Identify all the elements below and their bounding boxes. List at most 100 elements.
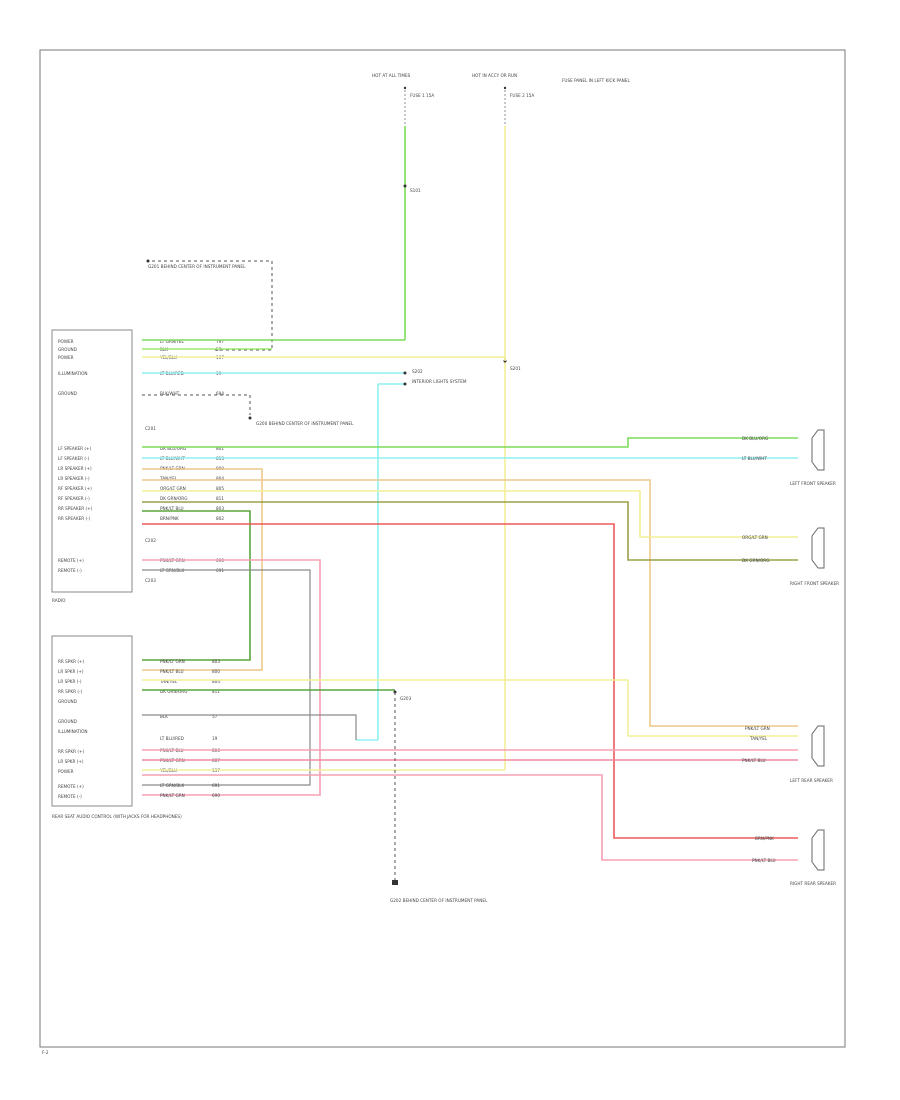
- power-source-hot-run-accy: HOT IN ACCY OR RUN FUSE 2 15A FUSE PANEL…: [472, 73, 630, 126]
- speaker-icon: [811, 429, 825, 471]
- speaker-wire-label: DK GRN/ORG: [742, 558, 769, 563]
- rear-audio-label: REAR SEAT AUDIO CONTROL (WITH JACKS FOR …: [52, 814, 182, 819]
- rear-circuit-number: 691: [212, 783, 220, 788]
- ground-g201: G201 BEHIND CENTER OF INSTRUMENT PANEL: [146, 259, 273, 351]
- ground-g202-symbol: [392, 880, 398, 885]
- fuse-2-label: FUSE 2 15A: [510, 93, 534, 98]
- wire-rr-speaker-neg: [142, 523, 798, 839]
- rear-circuit-number: 57: [212, 714, 218, 719]
- speaker-name: LEFT FRONT SPEAKER: [790, 481, 836, 486]
- radio-circuit-number: 804: [216, 476, 224, 481]
- radio-wire-label: BLK/WHT: [160, 391, 180, 396]
- speaker-wire-label: DK BLU/ORG: [742, 436, 768, 441]
- fuse-panel-note: FUSE PANEL IN LEFT KICK PANEL: [562, 78, 630, 83]
- ground-g202-label: G202 BEHIND CENTER OF INSTRUMENT PANEL: [390, 898, 488, 903]
- wire-radio-power-137: [142, 356, 506, 361]
- radio-pin-label: REMOTE (-): [58, 568, 82, 573]
- rear-circuit-number: 804: [212, 679, 220, 684]
- wire-lr-speaker-neg: [142, 479, 798, 727]
- radio-box: [51, 329, 133, 593]
- radio-wire-label: TAN/YEL: [159, 476, 178, 481]
- splice-s202-label: S202: [412, 369, 423, 374]
- speaker-wire-label: PNK/LT BLU: [742, 758, 766, 763]
- wire-rr-speaker-pos-to-rear: [142, 510, 251, 661]
- radio-pin-label: LF SPEAKER (-): [58, 456, 90, 461]
- rear-pin-label: REMOTE (-): [58, 794, 82, 799]
- radio-pin-label: RF SPEAKER (-): [58, 496, 90, 501]
- ground-g200-symbol: [248, 416, 252, 420]
- rear-wire-label: LT BLU/RED: [160, 736, 184, 741]
- speaker-wire-label: PNK/LT GRN: [745, 726, 770, 731]
- splice-s101-label: S101: [410, 188, 421, 193]
- wire-lf-speaker-pos: [142, 437, 798, 448]
- radio-pin-label: POWER: [58, 355, 74, 360]
- rear-pin-labels: RR SPKR (+) LR SPKR (+) LR SPKR (-) RR S…: [58, 659, 88, 799]
- rear-pin-label: RR SPKR (+): [58, 659, 84, 664]
- radio-circuit-number: 694: [216, 391, 224, 396]
- ground-g200-label: G200 BEHIND CENTER OF INSTRUMENT PANEL: [256, 421, 354, 426]
- fuse-1-label: FUSE 1 15A: [410, 93, 434, 98]
- radio-pin-label: RR SPEAKER (+): [58, 506, 93, 511]
- rear-wire-label: DK GRN/ORG: [160, 689, 187, 694]
- rear-pin-label: GROUND: [58, 719, 77, 724]
- speaker-name: RIGHT REAR SPEAKER: [790, 881, 836, 886]
- ground-g200-wire: [142, 394, 251, 415]
- rear-pin-label: POWER: [58, 769, 74, 774]
- rear-wire-label: PNK/LT GRN: [160, 793, 185, 798]
- radio-pin-label: LF SPEAKER (+): [58, 446, 92, 451]
- radio-pin-label: POWER: [58, 339, 74, 344]
- radio-wire-label: DK GRN/ORG: [160, 496, 187, 501]
- speaker-left-rear: PNK/LT GRN TAN/YEL PNK/LT BLU LEFT REAR …: [742, 725, 833, 783]
- radio-circuit-number: 805: [216, 486, 224, 491]
- wire-rear-ground: [142, 714, 357, 740]
- wire-rear-right-rear: [142, 774, 798, 861]
- radio-pin-label: GROUND: [58, 347, 77, 352]
- fuse-1-terminal: [403, 86, 407, 90]
- speaker-icon: [811, 725, 825, 767]
- radio-pin-label: RR SPEAKER (-): [58, 516, 91, 521]
- ground-g201-label: G201 BEHIND CENTER OF INSTRUMENT PANEL: [148, 264, 246, 269]
- radio-circuit-number: 802: [216, 516, 224, 521]
- radio-pin-label: LR SPEAKER (+): [58, 466, 92, 471]
- rear-pin-label: REMOTE (+): [58, 784, 84, 789]
- ground-g201-wire: [152, 260, 273, 351]
- radio-wire-label: LT GRN/YEL: [160, 339, 185, 344]
- speaker-wire-label: LT BLU/WHT: [742, 456, 767, 461]
- radio-connector-c202: C202: [145, 538, 156, 543]
- radio-circuit-number: 811: [216, 496, 224, 501]
- speaker-wire-label: TAN/YEL: [749, 736, 768, 741]
- rear-circuit-number: 800: [212, 669, 220, 674]
- splice-s202-b: [403, 382, 407, 386]
- rear-audio-box: [51, 635, 133, 807]
- radio-circuit-number: 797: [216, 339, 224, 344]
- speaker-wire-label: PNK/LT BLU: [752, 858, 776, 863]
- speaker-right-rear: BRN/PNK PNK/LT BLU RIGHT REAR SPEAKER: [752, 829, 836, 886]
- wire-remote-neg: [142, 569, 311, 786]
- radio-connector-c203: C203: [145, 578, 156, 583]
- speaker-icon: [811, 829, 825, 871]
- radio-pin-label: RF SPEAKER (+): [58, 486, 92, 491]
- wire-rear-tan-yel: [142, 679, 798, 737]
- hot-run-accy-label: HOT IN ACCY OR RUN: [472, 73, 517, 78]
- radio-wire-label: BRN/PNK: [160, 516, 179, 521]
- rear-circuit-number: 19: [212, 736, 218, 741]
- rear-wire-label: BLK: [160, 714, 168, 719]
- radio-pin-label: REMOTE (+): [58, 558, 84, 563]
- splice-s201-label: S201: [510, 366, 521, 371]
- speaker-icon: [811, 527, 825, 569]
- radio-wire-label: ORG/LT GRN: [160, 486, 186, 491]
- power-source-hot-all-times: HOT AT ALL TIMES FUSE 1 15A S101: [372, 73, 434, 193]
- radio-pin-label: GROUND: [58, 391, 77, 396]
- radio-circuit-number: 801: [216, 446, 224, 451]
- radio-circuit-number: 803: [216, 506, 224, 511]
- splice-s101: [403, 184, 407, 188]
- radio-pin-label: LR SPEAKER (-): [58, 476, 90, 481]
- interior-lights-note: INTERIOR LIGHTS SYSTEM: [412, 379, 467, 384]
- rear-wire-label: PNK/LT BLU: [160, 669, 184, 674]
- rear-pin-label: LR SPKR (+): [58, 759, 84, 764]
- hot-all-times-label: HOT AT ALL TIMES: [372, 73, 411, 78]
- speaker-name: LEFT REAR SPEAKER: [790, 778, 833, 783]
- rear-wire-label: PNK/LT GRN: [160, 659, 185, 664]
- radio-wire-label: DK BLU/ORG: [160, 446, 186, 451]
- wire-remote-pos: [142, 559, 321, 796]
